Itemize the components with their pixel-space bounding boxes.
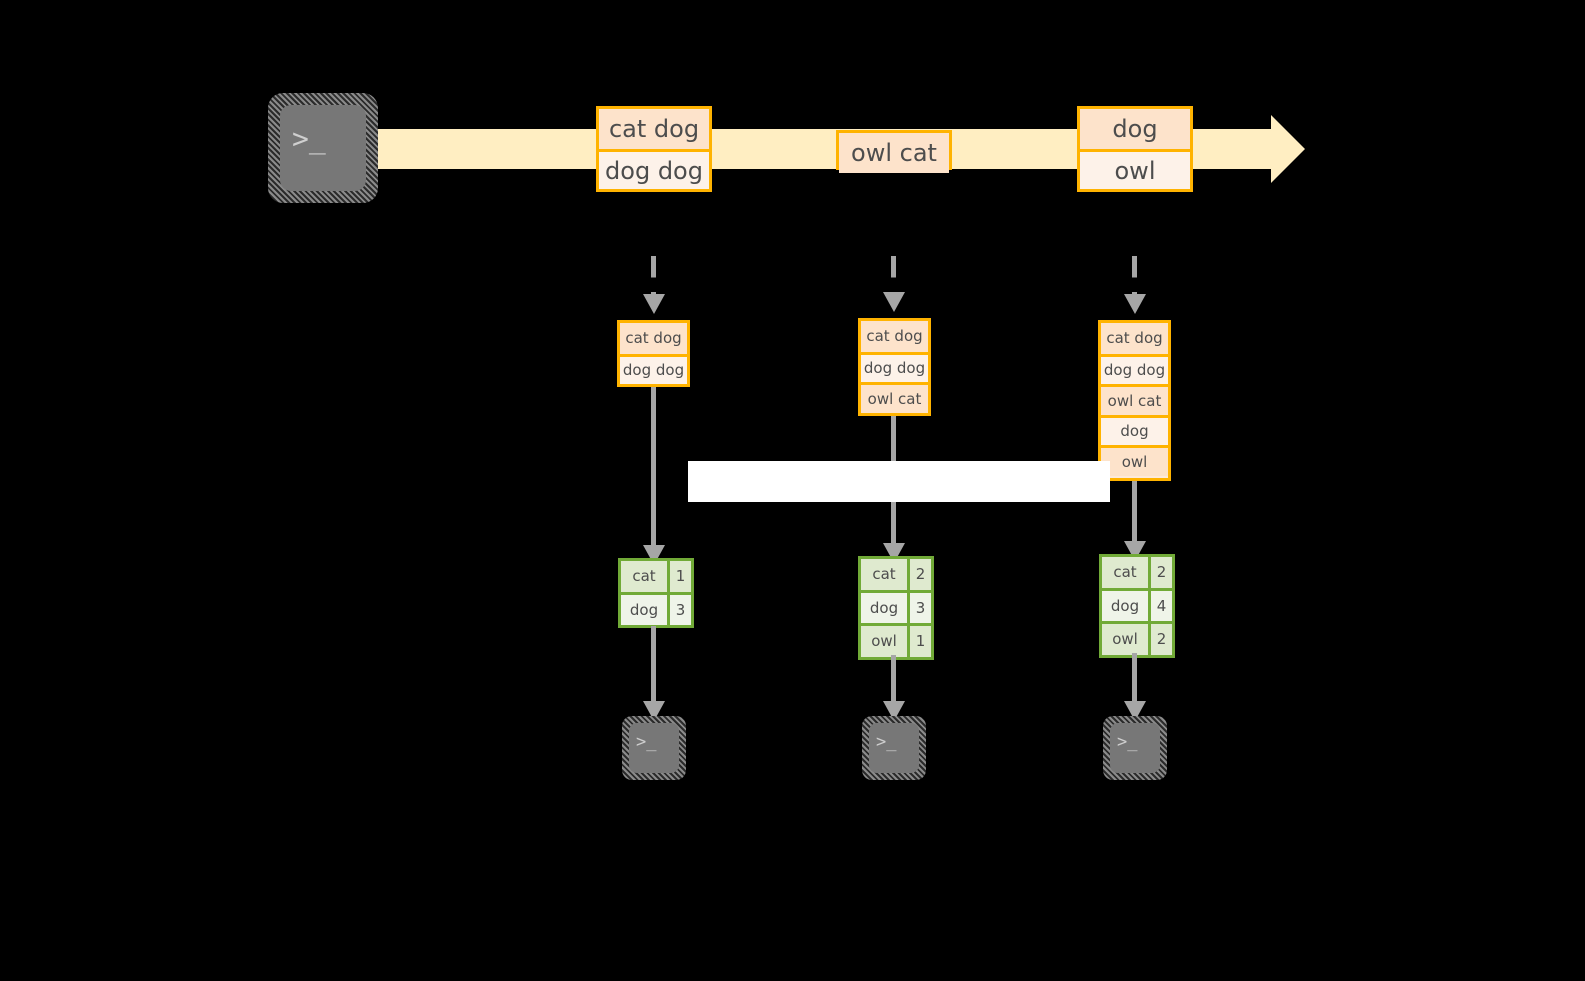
snapshot-2-sink-terminal-prompt-glyph: >_ [876,732,897,752]
snapshot-3-result-val-2: 4 [1148,590,1172,621]
stream-record-1-line-2: dog dog [599,149,709,189]
table-row: cat 2 [861,559,931,590]
snapshot-3-log: cat dog dog dog owl cat dog owl [1098,320,1171,481]
snapshot-2-result-key-3: owl [861,626,907,657]
snapshot-1-inbound-arrow-line [651,256,656,294]
snapshot-3-sink-arrow-line [1132,653,1137,701]
stream-arrow-head [1271,115,1305,183]
table-row: owl 2 [1102,621,1172,655]
snapshot-2-inbound-arrow-head [883,292,905,312]
table-row: owl 1 [861,623,931,657]
snapshot-1-sink-arrow-line [651,626,656,701]
snapshot-3-sink-terminal-body [1110,723,1160,773]
stream-record-3-line-1: dog [1080,109,1190,149]
table-row: dog 3 [621,591,691,625]
snapshot-2-log-line-3: owl cat [861,382,928,413]
snapshot-3-inbound-arrow-line [1132,256,1137,294]
snapshot-2-result-key-2: dog [861,592,907,623]
snapshot-3-log-line-5: owl [1101,445,1168,476]
snapshot-2-result-table: cat 2 dog 3 owl 1 [858,556,934,660]
snapshot-1-inbound-arrow-head [643,294,665,314]
snapshot-1-log-line-1: cat dog [620,323,687,354]
snapshot-1-result-val-2: 3 [667,594,691,625]
snapshot-1-result-table: cat 1 dog 3 [618,558,694,628]
snapshot-2-sink-terminal-icon[interactable]: >_ [862,716,926,780]
snapshot-1-sink-terminal-body [629,723,679,773]
snapshot-1-query-arrow-line [651,387,656,545]
stream-record-3-line-2: owl [1080,149,1190,189]
query-band-label: word count query [760,463,1038,500]
stream-record-1-line-1: cat dog [599,109,709,149]
snapshot-2-sink-terminal-body [869,723,919,773]
snapshot-3-inbound-arrow-head [1124,294,1146,314]
query-band: word count query [688,461,1110,502]
stream-record-2-line-1: owl cat [839,133,949,173]
snapshot-3-result-table: cat 2 dog 4 owl 2 [1099,554,1175,658]
snapshot-2-result-key-1: cat [861,559,907,590]
snapshot-3-query-arrow-line [1132,481,1137,541]
snapshot-3-result-key-3: owl [1102,624,1148,655]
stream-record-2: owl cat [836,130,952,173]
snapshot-3-log-line-1: cat dog [1101,323,1168,354]
snapshot-2-inbound-arrow-line [891,256,896,292]
snapshot-1-sink-terminal-icon[interactable]: >_ [622,716,686,780]
snapshot-2-result-val-3: 1 [907,626,931,657]
snapshot-2-log-line-1: cat dog [861,321,928,352]
table-row: dog 4 [1102,587,1172,621]
snapshot-1-log: cat dog dog dog [617,320,690,387]
snapshot-3-result-key-2: dog [1102,590,1148,621]
snapshot-2-result-val-1: 2 [907,559,931,590]
source-terminal-prompt-glyph: >_ [292,122,326,155]
snapshot-3-result-val-3: 2 [1148,624,1172,655]
snapshot-3-sink-terminal-icon[interactable]: >_ [1103,716,1167,780]
snapshot-2-log: cat dog dog dog owl cat [858,318,931,416]
table-row: cat 2 [1102,557,1172,588]
snapshot-3-log-line-3: owl cat [1101,384,1168,415]
table-row: cat 1 [621,561,691,592]
snapshot-1-result-key-2: dog [621,594,667,625]
stream-record-1: cat dog dog dog [596,106,712,192]
snapshot-3-log-line-4: dog [1101,414,1168,445]
table-row: dog 3 [861,589,931,623]
snapshot-3-result-key-1: cat [1102,557,1148,588]
source-terminal-icon[interactable]: >_ [268,93,378,203]
snapshot-1-result-key-1: cat [621,561,667,592]
snapshot-3-sink-terminal-prompt-glyph: >_ [1117,732,1138,752]
snapshot-2-result-val-2: 3 [907,592,931,623]
snapshot-3-log-line-2: dog dog [1101,353,1168,384]
source-terminal-body [280,105,366,191]
snapshot-1-log-line-2: dog dog [620,353,687,384]
snapshot-1-sink-terminal-prompt-glyph: >_ [636,732,657,752]
snapshot-2-log-line-2: dog dog [861,351,928,382]
snapshot-3-result-val-1: 2 [1148,557,1172,588]
snapshot-1-result-val-1: 1 [667,561,691,592]
snapshot-2-sink-arrow-line [891,655,896,701]
stream-record-3: dog owl [1077,106,1193,192]
